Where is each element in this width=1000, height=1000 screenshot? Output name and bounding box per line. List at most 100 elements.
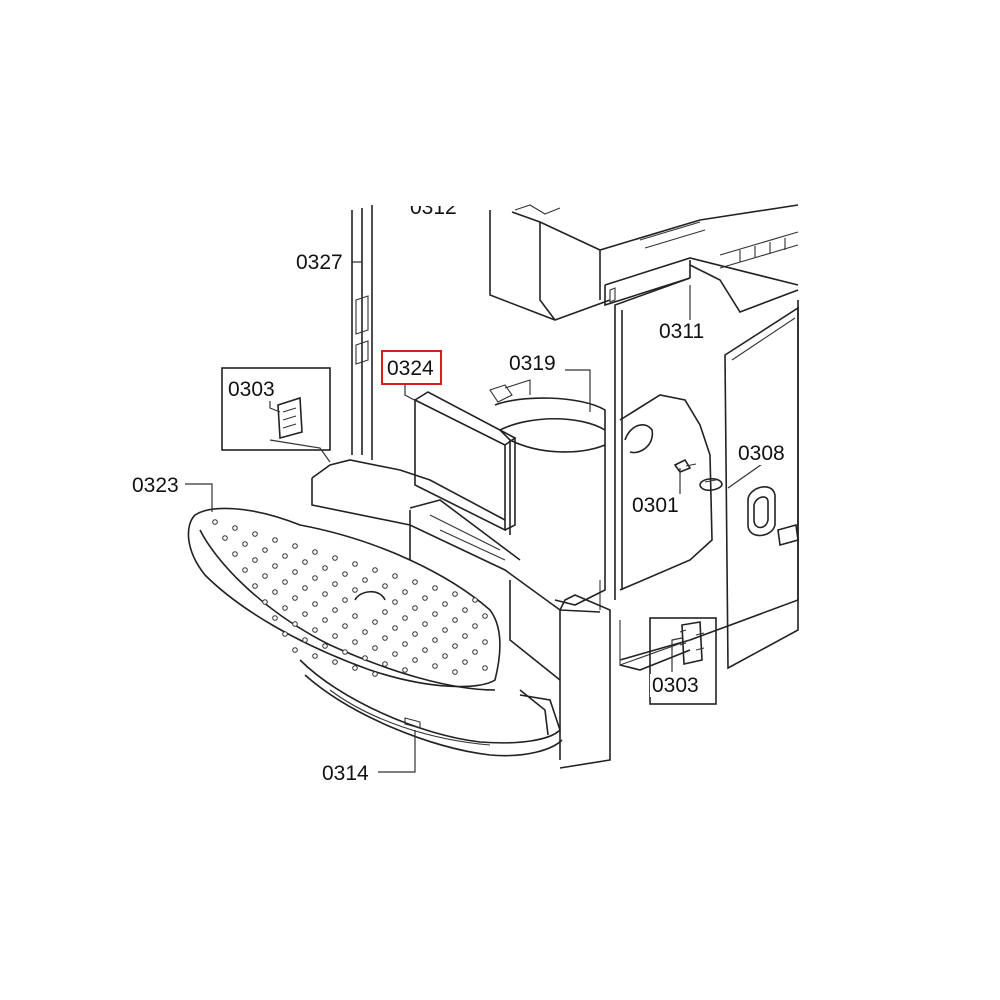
grid-hole bbox=[242, 541, 248, 547]
grid-hole bbox=[302, 585, 308, 591]
grid-hole bbox=[412, 657, 418, 663]
grid-hole bbox=[452, 617, 458, 623]
leader-lines bbox=[185, 261, 766, 773]
callout-0319[interactable]: 0319 bbox=[507, 352, 558, 375]
grid-hole bbox=[432, 585, 438, 591]
callout-0311[interactable]: 0311 bbox=[657, 320, 707, 343]
clip-left-part bbox=[221, 367, 331, 451]
callout-0327[interactable]: 0327 bbox=[294, 251, 345, 274]
grid-hole bbox=[382, 661, 388, 667]
grid-hole bbox=[332, 607, 338, 613]
grid-hole bbox=[342, 597, 348, 603]
grid-hole bbox=[442, 653, 448, 659]
grid-hole bbox=[452, 591, 458, 597]
screw-part bbox=[673, 458, 697, 473]
grid-hole bbox=[362, 577, 368, 583]
grid-hole bbox=[442, 627, 448, 633]
grid-hole bbox=[482, 665, 488, 671]
grid-hole bbox=[322, 617, 328, 623]
callout-0323[interactable]: 0323 bbox=[130, 474, 181, 497]
callout-0303-right[interactable]: 0303 bbox=[650, 674, 701, 697]
grid-hole bbox=[412, 631, 418, 637]
brew-unit-part bbox=[489, 379, 606, 606]
grid-hole bbox=[382, 583, 388, 589]
grid-hole bbox=[392, 599, 398, 605]
top-housing-part bbox=[489, 204, 799, 321]
grid-hole bbox=[292, 569, 298, 575]
grid-hole bbox=[282, 579, 288, 585]
grid-hole bbox=[252, 531, 258, 537]
grid-hole bbox=[412, 605, 418, 611]
grid-hole bbox=[322, 591, 328, 597]
grid-hole bbox=[342, 649, 348, 655]
grid-hole bbox=[382, 609, 388, 615]
grid-hole bbox=[462, 659, 468, 665]
front-housing-part bbox=[311, 459, 691, 769]
grid-hole bbox=[262, 573, 268, 579]
grid-hole bbox=[252, 557, 258, 563]
grid-hole bbox=[432, 637, 438, 643]
grid-hole bbox=[212, 519, 218, 525]
left-pillar-part bbox=[351, 205, 373, 460]
grid-hole bbox=[312, 549, 318, 555]
pin-part bbox=[699, 478, 723, 492]
grid-hole bbox=[472, 649, 478, 655]
grid-hole bbox=[332, 555, 338, 561]
grid-hole bbox=[332, 659, 338, 665]
grid-hole bbox=[442, 601, 448, 607]
cup-grid-part bbox=[187, 507, 501, 691]
grid-hole bbox=[392, 573, 398, 579]
grid-hole bbox=[342, 571, 348, 577]
drip-tray-part bbox=[299, 659, 563, 757]
grid-hole bbox=[352, 639, 358, 645]
callout-0312[interactable]: 0312 bbox=[408, 206, 459, 219]
grid-hole bbox=[372, 645, 378, 651]
grid-hole bbox=[352, 613, 358, 619]
grid-hole bbox=[242, 567, 248, 573]
drip-flap-part bbox=[414, 391, 517, 532]
grid-hole bbox=[422, 595, 428, 601]
grid-hole bbox=[402, 667, 408, 673]
grid-hole bbox=[302, 559, 308, 565]
callout-0301[interactable]: 0301 bbox=[630, 494, 681, 517]
grid-hole bbox=[272, 589, 278, 595]
grid-hole bbox=[472, 623, 478, 629]
grid-hole bbox=[432, 611, 438, 617]
grid-hole bbox=[322, 565, 328, 571]
grid-hole bbox=[272, 563, 278, 569]
grid-hole bbox=[422, 647, 428, 653]
grid-hole bbox=[282, 631, 288, 637]
grid-hole bbox=[422, 621, 428, 627]
grid-hole bbox=[222, 535, 228, 541]
grid-hole bbox=[332, 581, 338, 587]
grid-hole bbox=[312, 653, 318, 659]
grid-hole bbox=[282, 553, 288, 559]
grid-hole bbox=[392, 651, 398, 657]
grid-hole bbox=[322, 643, 328, 649]
callout-0308[interactable]: 0308 bbox=[736, 442, 787, 465]
grid-hole bbox=[332, 633, 338, 639]
grid-hole bbox=[372, 619, 378, 625]
grid-hole bbox=[372, 567, 378, 573]
side-panel-part bbox=[599, 260, 799, 670]
grid-hole bbox=[382, 635, 388, 641]
grid-hole bbox=[482, 639, 488, 645]
grid-hole bbox=[462, 607, 468, 613]
callout-0314[interactable]: 0314 bbox=[320, 762, 371, 785]
grid-hole bbox=[282, 605, 288, 611]
grid-hole bbox=[302, 637, 308, 643]
grid-hole bbox=[292, 621, 298, 627]
grid-hole bbox=[432, 663, 438, 669]
grid-hole bbox=[362, 655, 368, 661]
grid-hole bbox=[372, 671, 378, 677]
grid-hole bbox=[352, 587, 358, 593]
grid-hole bbox=[232, 525, 238, 531]
grid-hole bbox=[252, 583, 258, 589]
grid-hole bbox=[312, 601, 318, 607]
callout-0303-left[interactable]: 0303 bbox=[226, 378, 277, 401]
callout-0324[interactable]: 0324 bbox=[381, 350, 442, 385]
grid-hole bbox=[482, 613, 488, 619]
grid-hole bbox=[292, 595, 298, 601]
grid-hole bbox=[412, 579, 418, 585]
